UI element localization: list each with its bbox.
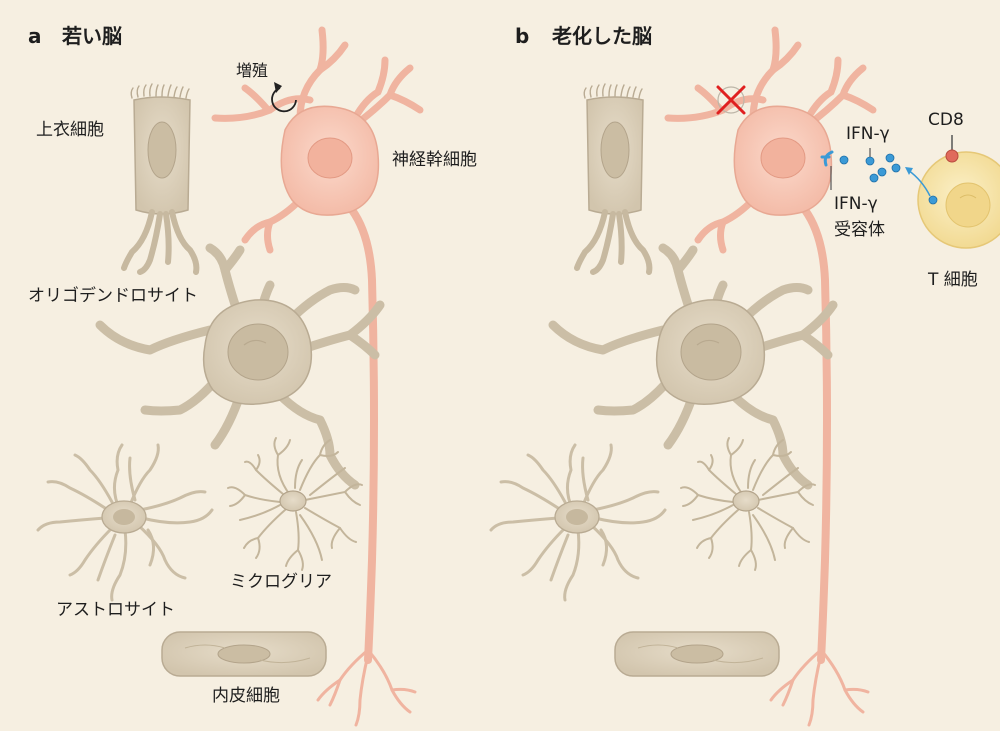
- label-receptor-line1: IFN-γ: [834, 194, 878, 214]
- ifng-molecules: [839, 153, 938, 205]
- panel-a-letter: a: [28, 24, 42, 48]
- oligodendrocyte-cell: [100, 248, 380, 485]
- ifng-receptor-icon: [820, 150, 834, 190]
- astrocyte-cell: [489, 443, 667, 602]
- label-ependymal: 上衣細胞: [36, 120, 104, 140]
- proliferation-arrow-icon: [271, 82, 297, 113]
- label-neural-stem-cell: 神経幹細胞: [392, 150, 477, 170]
- label-endothelial: 内皮細胞: [212, 686, 280, 706]
- label-microglia: ミクログリア: [230, 572, 332, 592]
- microglia-cell: [680, 437, 816, 571]
- label-oligodendrocyte: オリゴデンドロサイト: [28, 286, 198, 306]
- ependymal-cell: [124, 84, 196, 272]
- label-proliferation: 増殖: [236, 61, 269, 80]
- label-t-cell: T 細胞: [928, 270, 978, 290]
- endothelial-cell: [614, 631, 780, 677]
- endothelial-cell: [161, 631, 327, 677]
- panel-b-aged-brain: [489, 30, 873, 725]
- panel-b-letter: b: [515, 24, 530, 48]
- microglia-cell: [227, 437, 363, 571]
- label-astrocyte: アストロサイト: [56, 600, 175, 620]
- oligodendrocyte-cell: [553, 248, 833, 485]
- proliferation-blocked-icon: [716, 85, 746, 115]
- label-receptor-line2: 受容体: [834, 220, 885, 240]
- astrocyte-cell: [36, 443, 214, 602]
- panel-b-title: 老化した脳: [552, 24, 652, 48]
- secretion-arrow-icon: [905, 167, 931, 197]
- t-cell: [917, 151, 1000, 249]
- ependymal-cell: [577, 84, 649, 272]
- panel-a-young-brain: [36, 30, 420, 725]
- neural-stem-cell: [668, 30, 873, 250]
- panel-a-title: 若い脳: [62, 24, 122, 48]
- cd8-marker: [945, 135, 959, 163]
- label-cd8: CD8: [928, 110, 964, 130]
- label-ifn-gamma: IFN-γ: [846, 124, 890, 144]
